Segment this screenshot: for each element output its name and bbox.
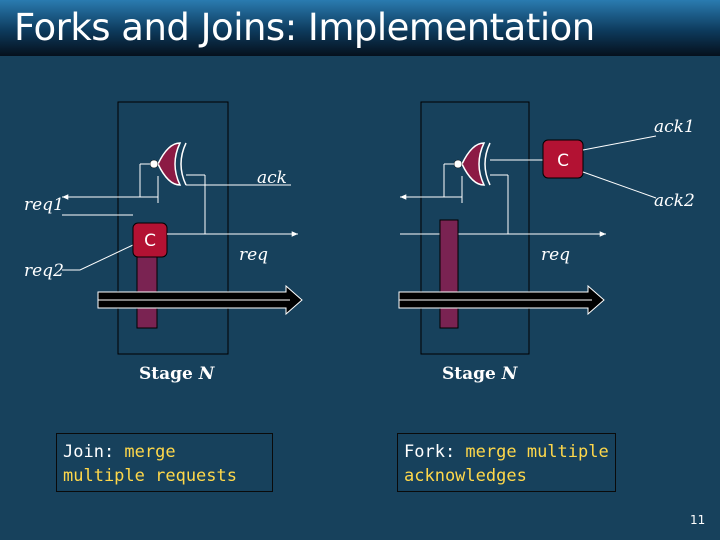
join-c-label: C [144, 231, 156, 251]
fork-ack1-line [582, 135, 657, 151]
join-req-label: req [239, 245, 268, 265]
fork-ack2-line [582, 171, 657, 199]
fork-stage-label: Stage N [442, 364, 519, 384]
fork-stage-box [420, 101, 530, 355]
fork-req-label: req [541, 245, 570, 265]
join-stage-box [117, 101, 229, 355]
fork-latch [439, 219, 459, 329]
join-req2-label: req2 [24, 261, 64, 281]
join-xor-gate [149, 142, 187, 186]
fork-ack1-label: ack1 [654, 117, 695, 137]
fork-xor-gate [453, 142, 491, 186]
fork-note-box: Fork: merge multiple acknowledges [397, 433, 616, 492]
fork-c-label: C [557, 151, 569, 171]
fork-ack2-label: ack2 [654, 191, 695, 211]
slide-title: Forks and Joins: Implementation [14, 6, 595, 49]
page-number: 11 [690, 513, 706, 527]
title-bar: Forks and Joins: Implementation [0, 0, 720, 56]
fork-c-element [542, 139, 584, 179]
join-req2-line [62, 244, 134, 271]
join-note-keyword: Join: [63, 442, 115, 462]
join-note-box: Join: merge multiple requests [56, 433, 273, 492]
join-ack-label: ack [257, 168, 287, 188]
join-req1-label: req1 [24, 195, 64, 215]
fork-note-keyword: Fork: [404, 442, 456, 462]
join-stage-label: Stage N [139, 364, 216, 384]
fork-note-text: merge multiple acknowledges [404, 442, 609, 486]
join-note-text: merge multiple requests [63, 442, 237, 486]
